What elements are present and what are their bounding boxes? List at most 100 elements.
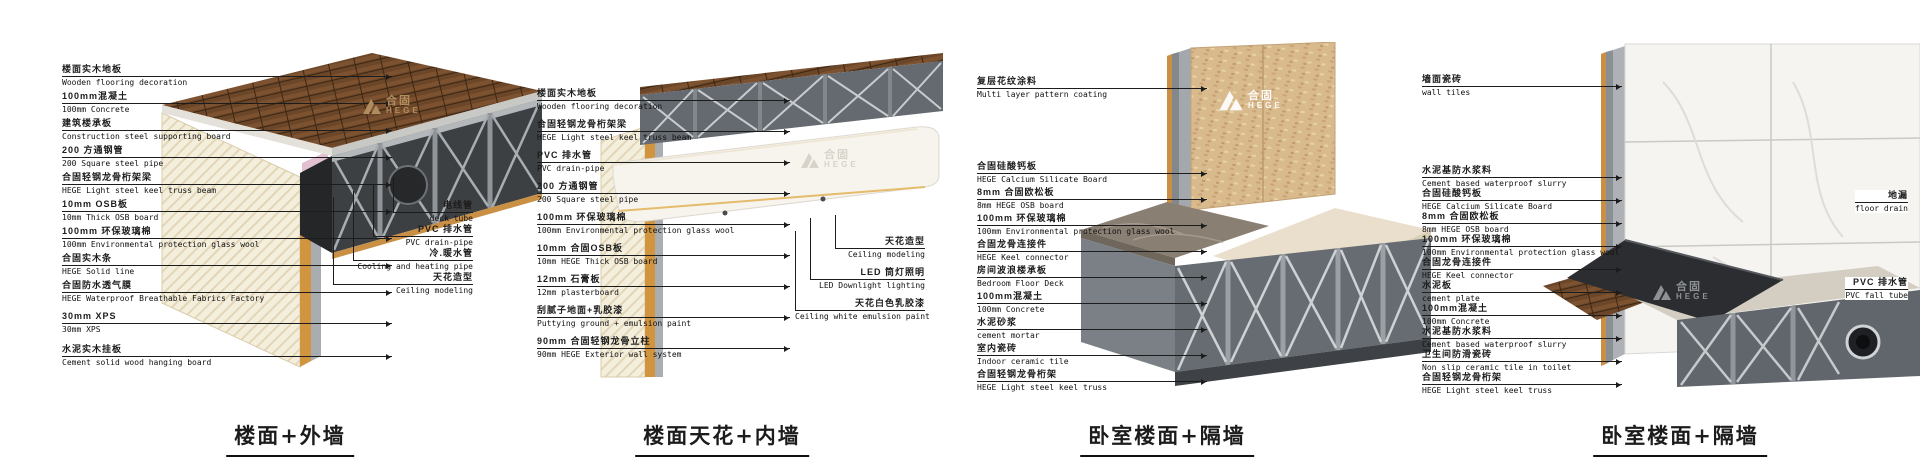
callout-en-text: PVC fall tube [1845, 291, 1908, 300]
callout-cn-text: 水泥实木挂板 [62, 344, 392, 360]
callout-label: 天花白色乳胶漆 Ceiling white emulsion paint [795, 231, 930, 321]
callout-cn-text: 100mm混凝土 [1422, 303, 1622, 319]
led-downlight [820, 196, 826, 202]
callout-cn-text: 房间波浪楼承板 [977, 265, 1207, 281]
callout-label: LED 筒灯照明 LED Downlight lighting [810, 218, 925, 290]
callout-label: 刮腻子地面+乳胶漆 Puttying ground + emulsion pai… [537, 305, 790, 328]
callout-label: 合固龙骨连接件 HEGE Keel connector [1422, 257, 1622, 280]
callout-label: 合固硅酸钙板 HEGE Calcium Silicate Board [977, 161, 1207, 184]
callout-cn-text: 合固轻钢龙骨桁架 [977, 369, 1207, 385]
callout-label: PVC 排水管 PVC drain-pipe [537, 150, 790, 173]
callout-cn-text: 水泥基防水浆料 [1422, 326, 1622, 342]
hege-logo-icon [801, 152, 819, 168]
callout-en-text: HEGE Calcium Silicate Board [977, 175, 1108, 184]
label-column-bedroom-floor-a-left: 复层花纹涂料 Multi layer pattern coating 合固硅酸钙… [977, 76, 1207, 395]
callout-label: 房间波浪楼承板 Bedroom Floor Deck [977, 265, 1207, 288]
callout-label: 合固防水透气膜 HEGE Waterproof Breathable Fabri… [62, 280, 392, 303]
callout-label: 100mm混凝土 100mm Concrete [977, 291, 1207, 314]
callout-label: 10mm OSB板 10mm Thick OSB board [62, 199, 392, 222]
callout-en-text: 100mm Environmental protection glass woo… [62, 240, 260, 249]
callout-en-text: 100mm Concrete [1422, 317, 1490, 326]
label-column-floor-ceiling-left: 楼面实木地板 Wooden flooring decoration 合固轻钢龙骨… [537, 88, 790, 367]
callout-label: 楼面实木地板 Wooden flooring decoration [62, 64, 392, 87]
callout-label: 冷.暖水管 Cooling and heating pipe [353, 191, 473, 271]
callout-label: 水泥实木挂板 Cement solid wood hanging board [62, 344, 392, 367]
brand-name-en: HEGE [1676, 292, 1711, 301]
callout-en-text: 90mm HEGE Exterior wall system [537, 350, 682, 359]
callout-en-text: Cement solid wood hanging board [62, 358, 212, 367]
callout-cn-text: 合固实木条 [62, 253, 392, 269]
callout-cn-text: 合固轻钢龙骨桁架梁 [62, 172, 392, 188]
callout-label: 100mm混凝土 100mm Concrete [1422, 303, 1622, 326]
bedroom-floor-partition-a-illustration [1081, 42, 1431, 386]
callout-label: 合固轻钢龙骨桁架梁 HEGE Light steel keel truss be… [62, 172, 392, 195]
callout-en-text: Ceiling modeling [395, 286, 473, 295]
callout-en-text: 100mm Concrete [62, 105, 130, 114]
callout-en-text: HEGE Waterproof Breathable Fabrics Facto… [62, 294, 265, 303]
callout-en-text: 100mm Environmental protection glass woo… [1422, 248, 1620, 257]
label-column-floor-exterior-wall-right: 电线管 deck tube PVC 排水管 PVC drain-pipe 冷.暖… [333, 177, 473, 296]
callout-en-text: Multi layer pattern coating [977, 90, 1108, 99]
floor-truss [640, 53, 943, 145]
callout-cn-text: 冷.暖水管 [353, 191, 473, 261]
callout-en-text: 8mm HEGE OSB board [1422, 225, 1509, 234]
label-column-bedroom-floor-b-left: 墙面瓷砖 wall tiles 水泥基防水浆料 Cement based wat… [1422, 74, 1622, 395]
floor-exterior-wall-illustration [161, 53, 542, 368]
callout-label: 100mm 环保玻璃棉 100mm Environmental protecti… [977, 213, 1207, 236]
brand-name-cn: 合固 [824, 149, 850, 161]
callout-label: 天花造型 Ceiling modeling [333, 197, 473, 295]
callout-en-text: floor drain [1855, 204, 1908, 213]
callout-label: 100mm 环保玻璃棉 100mm Environmental protecti… [62, 226, 392, 249]
callout-cn-text: 10mm 合固OSB板 [537, 243, 790, 259]
callout-label: PVC 排水管 PVC fall tube [1845, 277, 1908, 300]
callout-en-text: cement mortar [977, 331, 1040, 340]
callout-label: 建筑楼承板 Construction steel supporting boar… [62, 118, 392, 141]
callout-en-text: 30mm XPS [62, 325, 101, 334]
callout-cn-text: 100mm 环保玻璃棉 [977, 213, 1207, 229]
panel-title-bedroom-floor-partition-b: 卧室楼面+隔墙 [1593, 420, 1767, 457]
callout-label: 10mm 合固OSB板 10mm HEGE Thick OSB board [537, 243, 790, 266]
callout-cn-text: PVC 排水管 [1845, 277, 1908, 290]
callout-label: 合固轻钢龙骨桁架 HEGE Light steel keel truss [1422, 372, 1622, 395]
callout-en-text: 200 Square steel pipe [537, 195, 639, 204]
callout-cn-text: PVC 排水管 [537, 150, 790, 166]
callout-en-text: Cement based waterproof slurry [1422, 340, 1567, 349]
panel-title-bedroom-floor-partition-a: 卧室楼面+隔墙 [1080, 420, 1254, 457]
callout-cn-text: 复层花纹涂料 [977, 76, 1207, 92]
callout-label: 天花造型 Ceiling modeling [835, 215, 925, 259]
callout-en-text: PVC drain-pipe [537, 164, 605, 173]
callout-label: 30mm XPS 30mm XPS [62, 311, 392, 334]
floor-ceiling-interior-wall-illustration [600, 53, 943, 378]
hege-watermark: 合固 HEGE [362, 96, 421, 115]
callout-label: 8mm 合固欧松板 8mm HEGE OSB board [977, 187, 1207, 210]
callout-en-text: Ceiling white emulsion paint [795, 312, 930, 321]
callout-cn-text: 水泥砂浆 [977, 317, 1207, 333]
brand-name-en: HEGE [386, 106, 421, 115]
callout-cn-text: 合固硅酸钙板 [977, 161, 1207, 177]
panel-title-floor-exterior-wall: 楼面+外墙 [226, 420, 354, 457]
callout-cn-text: 水泥板 [1422, 280, 1622, 296]
callout-label: 墙面瓷砖 wall tiles [1422, 74, 1622, 97]
callout-en-text: HEGE Calcium Silicate Board [1422, 202, 1553, 211]
callout-cn-text: 200 方通钢管 [537, 181, 790, 197]
callout-en-text: wall tiles [1422, 88, 1471, 97]
label-column-bedroom-floor-b-right: 地漏 floor drain PVC 排水管 PVC fall tube [1800, 190, 1908, 364]
callout-cn-text: 8mm 合固欧松板 [977, 187, 1207, 203]
callout-en-text: HEGE Light steel keel truss [977, 383, 1108, 392]
callout-en-text: 100mm Concrete [977, 305, 1045, 314]
callout-label: 合固龙骨连接件 HEGE Keel connector [977, 239, 1207, 262]
led-downlight [722, 210, 728, 216]
callout-label: 复层花纹涂料 Multi layer pattern coating [977, 76, 1207, 99]
callout-cn-text: 12mm 石膏板 [537, 274, 790, 290]
callout-en-text: Wooden flooring decoration [62, 78, 188, 87]
callout-en-text: Indoor ceramic tile [977, 357, 1069, 366]
callout-cn-text: 100mm混凝土 [977, 291, 1207, 307]
callout-cn-text: 卫生间防滑瓷砖 [1422, 349, 1622, 365]
callout-cn-text: 100mm 环保玻璃棉 [537, 212, 790, 228]
callout-cn-text: 合固防水透气膜 [62, 280, 392, 296]
callout-cn-text: 90mm 合固轻钢龙骨立柱 [537, 336, 790, 352]
callout-en-text: Cooling and heating pipe [357, 262, 473, 271]
callout-label: 地漏 floor drain [1855, 190, 1908, 213]
callout-cn-text: 楼面实木地板 [537, 88, 790, 104]
